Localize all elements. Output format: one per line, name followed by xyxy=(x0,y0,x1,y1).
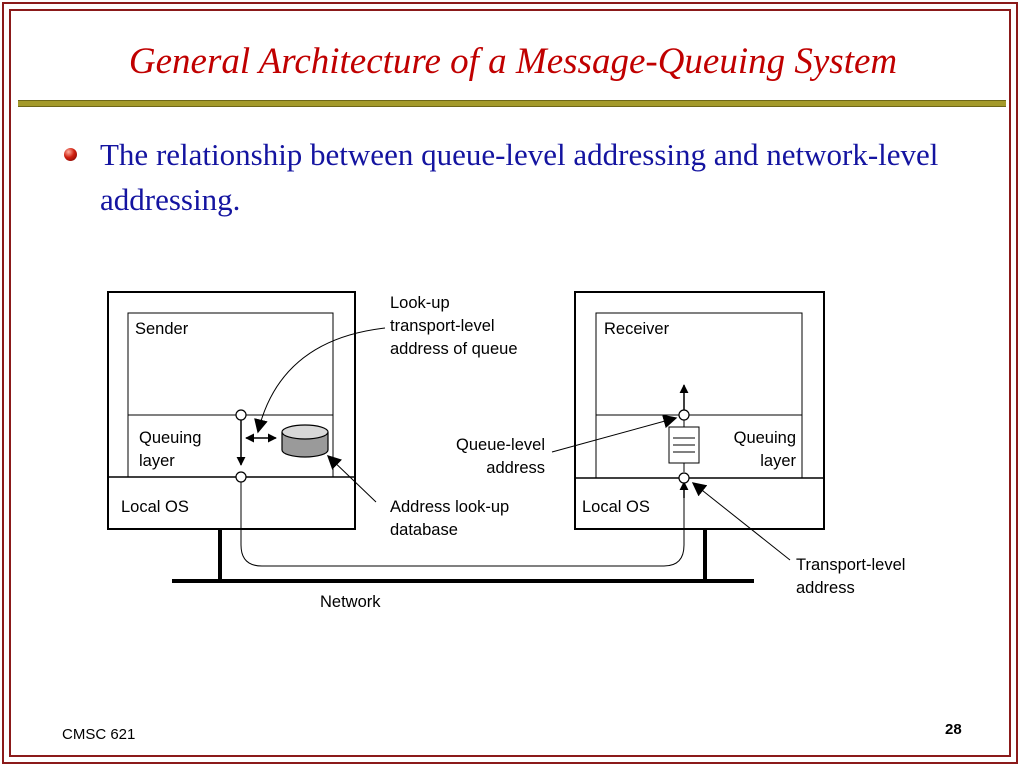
sender-label: Sender xyxy=(135,320,189,338)
receiver-queuing-layer-line2: layer xyxy=(760,452,796,470)
database-icon xyxy=(281,424,329,458)
queue-icon xyxy=(668,426,700,464)
transport-level-address-line2: address xyxy=(796,579,855,597)
slide-inner-border xyxy=(9,9,1011,757)
network-label: Network xyxy=(320,593,381,611)
address-db-line2: database xyxy=(390,521,458,539)
network-bus xyxy=(172,529,754,583)
footer-course: CMSC 621 xyxy=(62,726,136,743)
address-db-line1: Address look-up xyxy=(390,498,509,516)
sender-queuing-layer-line1: Queuing xyxy=(139,429,201,447)
transport-level-arrow xyxy=(691,482,791,561)
lookup-note-line1: Look-up xyxy=(390,294,450,312)
receiver-label: Receiver xyxy=(604,320,670,338)
page-number: 28 xyxy=(945,721,962,738)
title-divider xyxy=(18,100,1006,107)
receiver-queuing-layer-line1: Queuing xyxy=(734,429,796,447)
queue-level-address-line2: address xyxy=(486,459,545,477)
queue-level-address-line1: Queue-level xyxy=(456,436,545,454)
sender-local-os: Local OS xyxy=(121,498,189,516)
slide-title: General Architecture of a Message-Queuin… xyxy=(128,41,898,82)
transport-level-address-line1: Transport-level xyxy=(796,556,905,574)
bullet-icon xyxy=(64,148,77,161)
message-route xyxy=(236,384,689,567)
address-db-arrow xyxy=(326,455,377,503)
receiver-local-os: Local OS xyxy=(582,498,650,516)
bullet-text: The relationship between queue-level add… xyxy=(100,137,939,217)
lookup-note-line2: transport-level xyxy=(390,317,495,335)
queue-level-arrow xyxy=(551,414,678,453)
sender-machine xyxy=(107,291,356,530)
address-points xyxy=(235,409,690,484)
lookup-note-arrow xyxy=(254,327,386,434)
sender-queuing-layer-line2: layer xyxy=(139,452,175,470)
lookup-note-line3: address of queue xyxy=(390,340,518,358)
